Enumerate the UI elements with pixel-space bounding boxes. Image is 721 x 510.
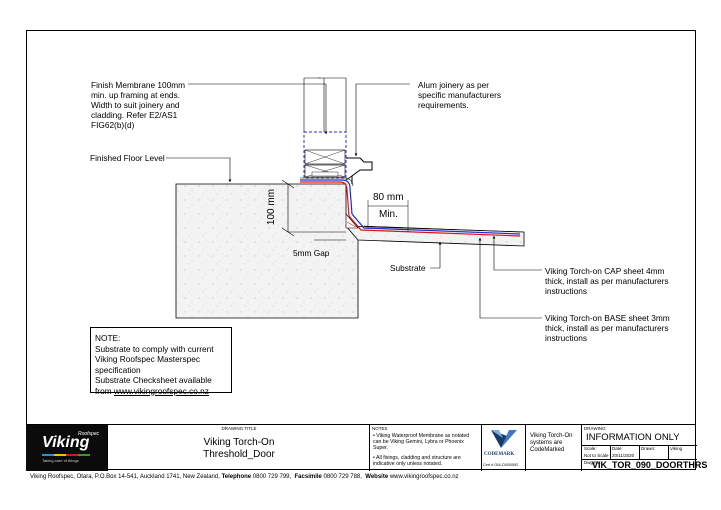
drawing-status: INFORMATION ONLY [586, 432, 680, 443]
codemark-cert: Cert # GM-CM30092 [483, 463, 519, 467]
scale-label: Scale: [584, 446, 597, 451]
scale-value: Not to Scale [584, 453, 609, 458]
note-body: Substrate to comply with current Viking … [95, 343, 214, 396]
min-label: Min. [379, 209, 398, 220]
alum-joinery-label: Alum joinery as per specific manufacture… [418, 80, 502, 110]
website-link[interactable]: www.vikingroofspec.co.nz [113, 385, 209, 396]
svg-text:~: ~ [318, 76, 321, 82]
date-label: Date: [612, 446, 623, 451]
dimension-80mm-label: 80 mm [373, 192, 404, 203]
footer-address: Viking Roofspec, Otara, P.O.Box 14-541, … [30, 474, 222, 480]
note-2: • All fixings, cladding and structure ar… [373, 455, 461, 467]
drawing-title-cell: DRAWING TITLE Viking Torch-On Threshold_… [107, 425, 369, 471]
note-box: NOTE: Substrate to comply with current V… [90, 327, 232, 396]
codemark-note: Viking Torch-On systems are CodeMarked [530, 433, 573, 453]
drawn-label: Drawn: [641, 446, 656, 451]
cap-sheet-label: Viking Torch-on CAP sheet 4mm thick, ins… [545, 266, 669, 296]
finish-membrane-label: Finish Membrane 100mm min. up framing at… [91, 80, 186, 130]
logo-wordmark: Viking [42, 434, 90, 451]
angle-fillet [345, 213, 359, 229]
logo-tagline: Taking care of things [42, 458, 79, 463]
dwg-no-value: VIK_TOR_090_DOORTHRS [592, 460, 708, 470]
footer-contact: Viking Roofspec, Otara, P.O.Box 14-541, … [30, 474, 459, 480]
gap-label: 5mm Gap [293, 248, 330, 258]
footer-web[interactable]: www.vikingroofspec.co.nz [389, 474, 459, 480]
notes-cell: NOTES • Viking Waterproof Membrane as no… [369, 425, 481, 471]
footer-tel: 0800 729 799, [252, 474, 292, 480]
footer-fax-label: Facsimile [294, 474, 322, 480]
drawing-frame [26, 30, 696, 470]
cap-sheet [300, 181, 521, 237]
dwg-no-label: Dwg No: [584, 460, 602, 465]
base-sheet [300, 179, 521, 235]
codemark-cell: CODEMARK Cert # GM-CM30092 [481, 425, 525, 471]
footer-web-label: Website [365, 474, 389, 480]
codemark-wordmark: CODEMARK [484, 452, 515, 457]
substrate-label: Substrate [390, 263, 426, 273]
title-block: Roofspec Viking Taking care of things DR… [26, 424, 707, 471]
drawing-info-cell: DRAWING INFORMATION ONLY Scale: Not to S… [581, 425, 707, 471]
note-heading: NOTE: [95, 333, 121, 343]
notes-label: NOTES [372, 426, 388, 431]
date-value: 20/11/2020 [612, 453, 635, 458]
codemark-icon [491, 430, 517, 448]
codemark-note-cell: Viking Torch-On systems are CodeMarked [525, 425, 581, 471]
footer-fax: 0800 729 788, [323, 474, 362, 480]
finished-floor-level-label: Finished Floor Level [90, 153, 165, 163]
drawn-value: Viking [670, 446, 683, 451]
drawing-title-label: DRAWING TITLE [221, 426, 257, 431]
drawing-label: DRAWING [584, 426, 606, 431]
logo-roofspec: Roofspec [78, 431, 100, 437]
drawing-title-line1: Viking Torch-On [203, 437, 275, 448]
substrate-deck [345, 225, 525, 247]
logo-colour-bar [42, 454, 90, 456]
dimension-100mm-label: 100 mm [266, 188, 278, 226]
footer-tel-label: Telephone [221, 474, 252, 480]
note-1: • Viking Waterproof Membrane as notated … [373, 433, 470, 451]
base-sheet-label: Viking Torch-on BASE sheet 3mm thick, in… [545, 313, 670, 343]
viking-logo: Roofspec Viking Taking care of things [26, 425, 107, 471]
alum-joinery-profile [346, 157, 373, 184]
drawing-title-line2: Threshold_Door [203, 449, 275, 460]
